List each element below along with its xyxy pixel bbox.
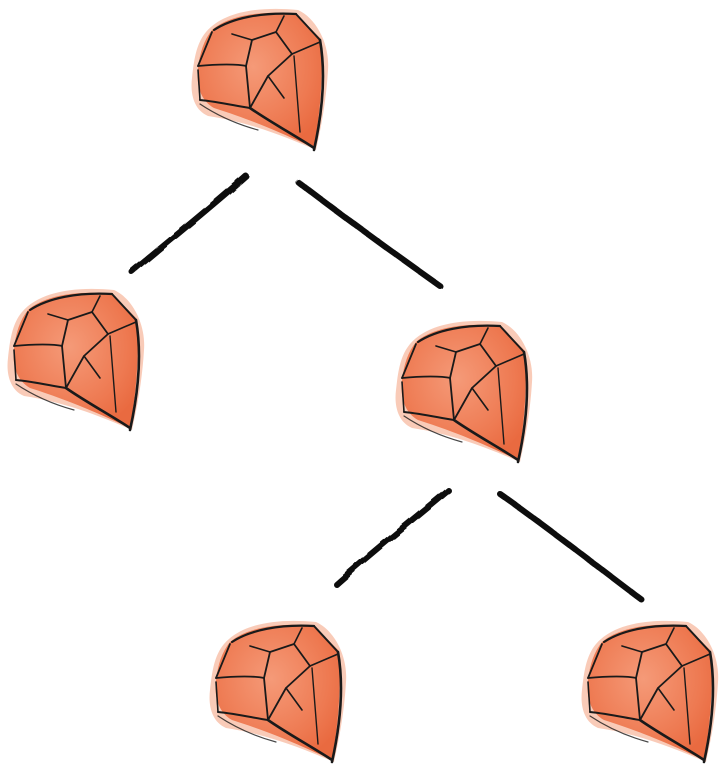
tree-edges (129, 173, 645, 603)
right-right-grandchild-ruby-gem-icon (580, 619, 720, 764)
right-child-ruby-gem-icon (394, 319, 534, 464)
edge-root-right (295, 179, 443, 289)
right-left-grandchild-ruby-gem-icon (208, 619, 348, 764)
edge-right-rightgrand (497, 491, 645, 603)
edge-root-left (129, 173, 249, 275)
root-node-ruby-gem-icon (190, 7, 330, 152)
left-child-ruby-gem-icon (6, 287, 146, 432)
edge-right-leftgrand (333, 487, 451, 587)
